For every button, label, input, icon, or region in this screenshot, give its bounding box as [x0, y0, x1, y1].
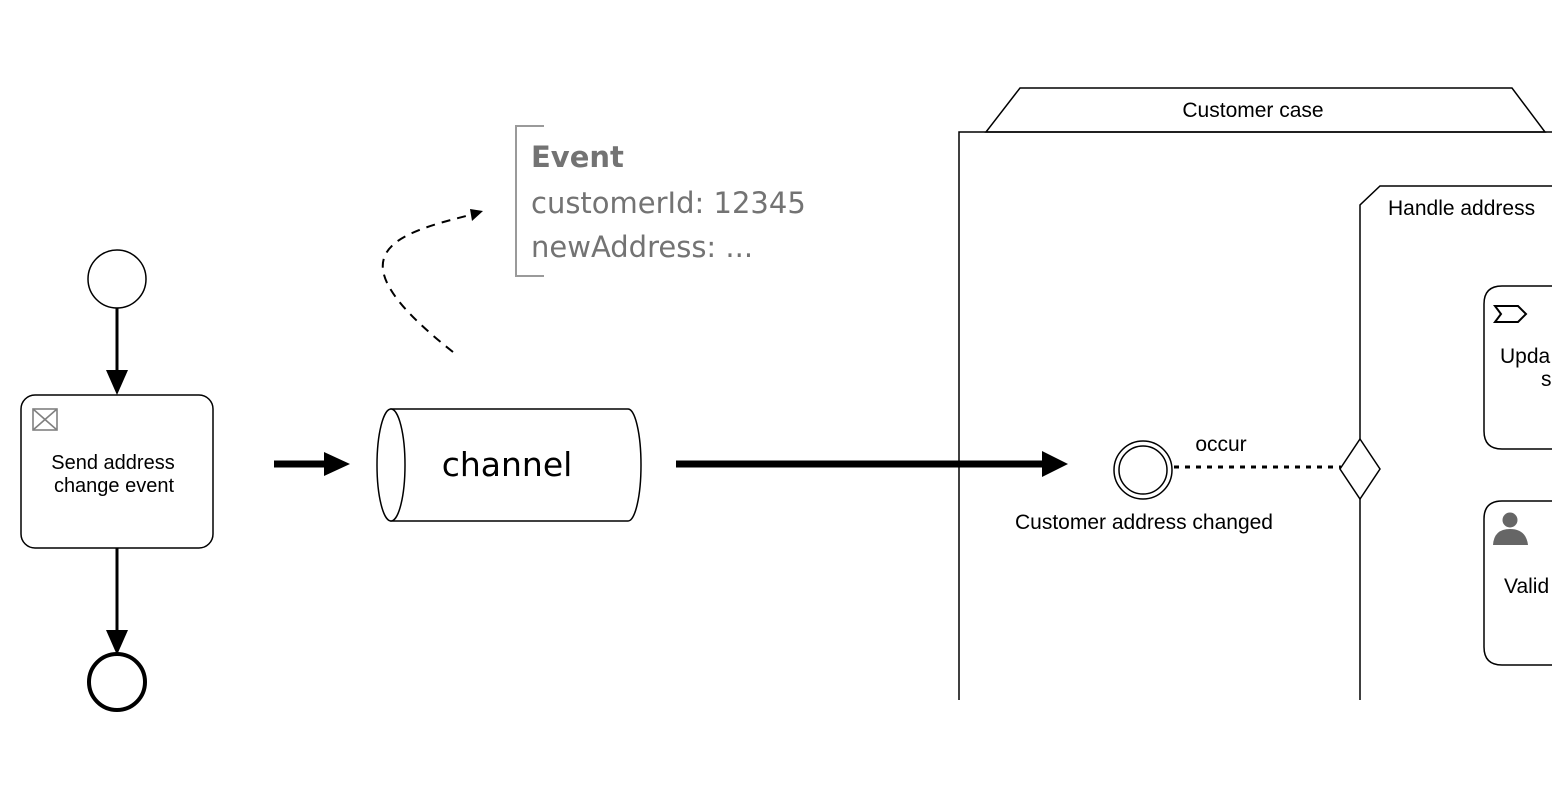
end-event[interactable] — [87, 652, 147, 712]
validate-task-label: Valid — [1504, 575, 1549, 598]
channel-label: channel — [442, 445, 573, 484]
case-body-border — [958, 131, 1552, 700]
sequence-flow-start-to-task[interactable] — [106, 308, 128, 395]
dashed-association-to-annotation[interactable] — [381, 209, 483, 353]
send-tag-icon — [1493, 305, 1528, 323]
update-task[interactable]: Upda s — [1483, 285, 1552, 450]
event-annotation[interactable]: Event customerId: 12345 newAddress: ... — [515, 125, 806, 277]
annotation-title: Event — [531, 140, 624, 174]
message-arrow-to-channel[interactable] — [274, 452, 350, 476]
message-arrow-to-case[interactable] — [676, 451, 1068, 477]
annotation-bracket — [515, 125, 544, 277]
connector-label: occur — [1195, 433, 1246, 456]
update-task-label-line1: Upda — [1500, 345, 1551, 368]
annotation-customer-id: customerId: 12345 — [531, 186, 806, 220]
start-event[interactable] — [87, 249, 147, 309]
update-task-label-line2: s — [1541, 368, 1552, 391]
sequence-flow-task-to-end[interactable] — [106, 548, 128, 655]
validate-task[interactable]: Valid — [1483, 500, 1552, 666]
stage-title: Handle address — [1388, 197, 1535, 220]
case-title: Customer case — [1182, 99, 1323, 122]
task-label-line2: change event — [54, 475, 175, 497]
customer-address-changed-event[interactable] — [1113, 440, 1173, 500]
annotation-new-address: newAddress: ... — [531, 230, 753, 264]
task-label-line1: Send address — [51, 452, 174, 474]
channel-cylinder[interactable]: channel — [376, 408, 642, 522]
event-label: Customer address changed — [1015, 511, 1273, 534]
entry-criterion-diamond[interactable] — [1339, 437, 1381, 501]
customer-case-plan-model[interactable]: Customer case — [958, 87, 1552, 700]
user-icon — [1493, 512, 1528, 545]
send-address-change-event-task[interactable]: Send address change event — [20, 394, 214, 549]
envelope-icon — [32, 408, 58, 431]
